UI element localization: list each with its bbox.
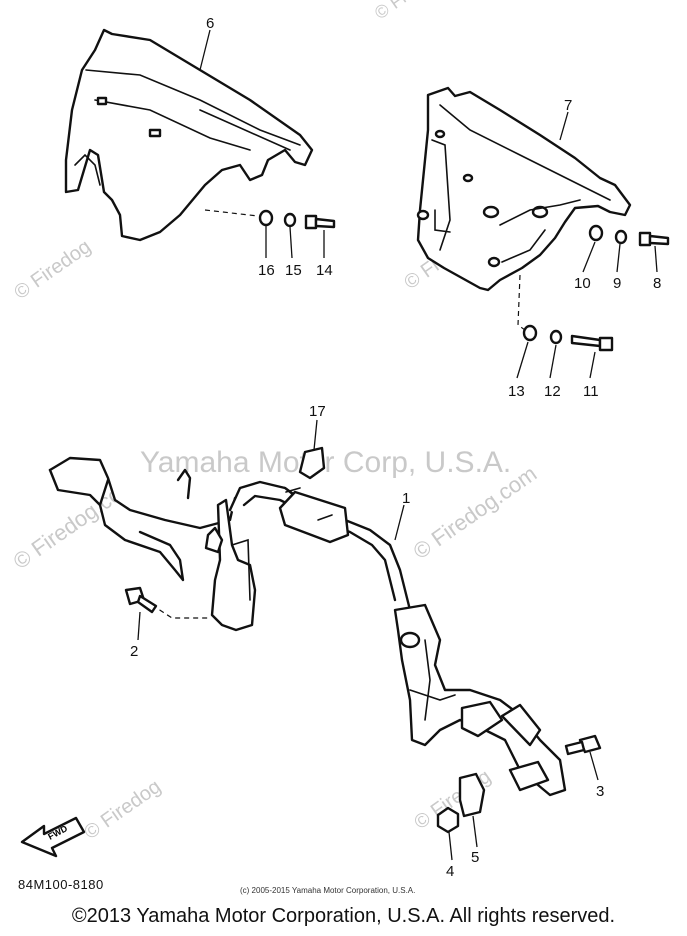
hardware-14-15-16 xyxy=(258,209,336,230)
callout-11: 11 xyxy=(583,383,599,400)
hardware-8-9-10 xyxy=(588,224,670,247)
callout-5: 5 xyxy=(471,849,479,866)
callout-leaders xyxy=(137,29,658,861)
callout-numbers: 6 7 16 15 14 10 9 8 13 12 11 17 1 2 3 4 … xyxy=(130,15,661,880)
fwd-arrow-icon: FWD xyxy=(20,816,86,858)
stay-frame-part-1 xyxy=(48,456,567,797)
callout-1: 1 xyxy=(402,490,410,507)
cover-left-part-6 xyxy=(64,28,314,242)
callout-13: 13 xyxy=(508,383,525,400)
leader-6-hardware xyxy=(204,209,259,217)
leader-7-hardware xyxy=(517,274,526,331)
watermark-site-1: © Firedog xyxy=(10,236,95,305)
callout-16: 16 xyxy=(258,262,275,279)
callout-12: 12 xyxy=(544,383,561,400)
small-copyright: (c) 2005-2015 Yamaha Motor Corporation, … xyxy=(240,886,416,895)
watermark-site-7: © Firedog xyxy=(371,0,447,23)
diagram-code: 84M100-8180 xyxy=(18,877,104,892)
clip-part-17 xyxy=(298,446,326,480)
footer-copyright: ©2013 Yamaha Motor Corporation, U.S.A. A… xyxy=(71,905,616,927)
leader-2-frame xyxy=(151,604,210,619)
callout-9: 9 xyxy=(613,275,621,292)
callout-4: 4 xyxy=(446,863,454,880)
nut-part-4 xyxy=(436,806,460,834)
hardware-11-12-13 xyxy=(522,324,614,352)
callout-7: 7 xyxy=(564,97,572,114)
callout-17: 17 xyxy=(309,403,326,420)
callout-15: 15 xyxy=(285,262,302,279)
callout-14: 14 xyxy=(316,262,333,279)
callout-10: 10 xyxy=(574,275,591,292)
callout-2: 2 xyxy=(130,643,138,660)
callout-8: 8 xyxy=(653,275,661,292)
clip-part-5 xyxy=(458,772,486,818)
watermark-main: Yamaha Motor Corp, U.S.A. xyxy=(140,446,511,479)
bolt-part-3 xyxy=(564,734,602,756)
watermark-site-4: © Firedog xyxy=(80,776,165,845)
callout-3: 3 xyxy=(596,783,604,800)
callout-6: 6 xyxy=(206,15,214,32)
cover-right-part-7 xyxy=(416,86,632,292)
bolt-part-2 xyxy=(124,586,158,614)
